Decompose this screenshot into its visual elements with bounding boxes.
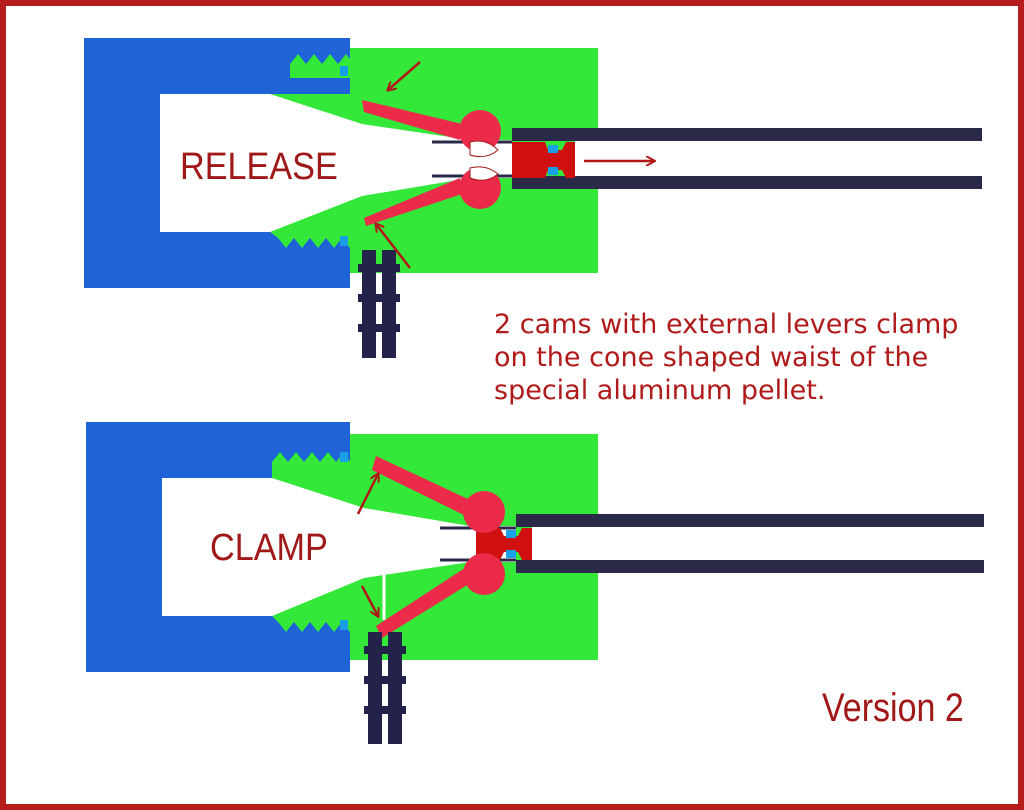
clamp-arrow bbox=[356, 474, 378, 515]
release-arrow bbox=[376, 224, 411, 269]
clamp-barrel-bottom-wall bbox=[516, 560, 984, 573]
clamp-lower-cam-lever bbox=[376, 566, 472, 638]
release-barrel-top-wall bbox=[512, 128, 982, 141]
release-threads-top bbox=[290, 54, 354, 78]
clamp-upper-cam-lever bbox=[372, 456, 470, 516]
caption-line: on the cone shaped waist of the bbox=[494, 342, 929, 373]
release-assembly bbox=[84, 38, 982, 358]
release-upper-cam-lever bbox=[362, 100, 462, 140]
release-lower-cam-lever bbox=[364, 178, 462, 226]
clamp-green-body bbox=[272, 434, 598, 660]
release-blue-housing bbox=[84, 38, 350, 288]
release-label: RELEASE bbox=[180, 146, 338, 188]
clamp-pellet bbox=[476, 528, 532, 560]
caption-line: special aluminum pellet. bbox=[494, 375, 826, 406]
version-label: Version 2 bbox=[822, 686, 964, 730]
release-threads-bottom bbox=[270, 232, 350, 248]
clamp-blue-housing bbox=[86, 422, 350, 672]
seal-dot bbox=[340, 66, 348, 76]
release-bottom-fitting bbox=[358, 250, 400, 358]
seal-dot bbox=[340, 236, 348, 246]
clamp-barrel-top-wall bbox=[516, 514, 984, 527]
clamp-arrow bbox=[360, 585, 378, 616]
release-green-body bbox=[270, 48, 598, 273]
release-pellet bbox=[512, 142, 575, 178]
clamp-bottom-fitting bbox=[364, 632, 406, 744]
clamp-label: CLAMP bbox=[210, 527, 328, 569]
clamp-assembly bbox=[86, 422, 984, 744]
release-arrow bbox=[388, 61, 421, 90]
clamp-upper-cam bbox=[463, 491, 505, 533]
clamp-threads-bottom bbox=[272, 616, 350, 632]
caption: 2 cams with external levers clamp on the… bbox=[494, 308, 958, 407]
release-upper-cam bbox=[459, 110, 501, 152]
clamp-threads-top bbox=[272, 452, 350, 478]
caption-line: 2 cams with external levers clamp bbox=[494, 309, 959, 340]
release-barrel-bottom-wall bbox=[512, 176, 982, 189]
clamp-lower-cam bbox=[463, 553, 505, 595]
